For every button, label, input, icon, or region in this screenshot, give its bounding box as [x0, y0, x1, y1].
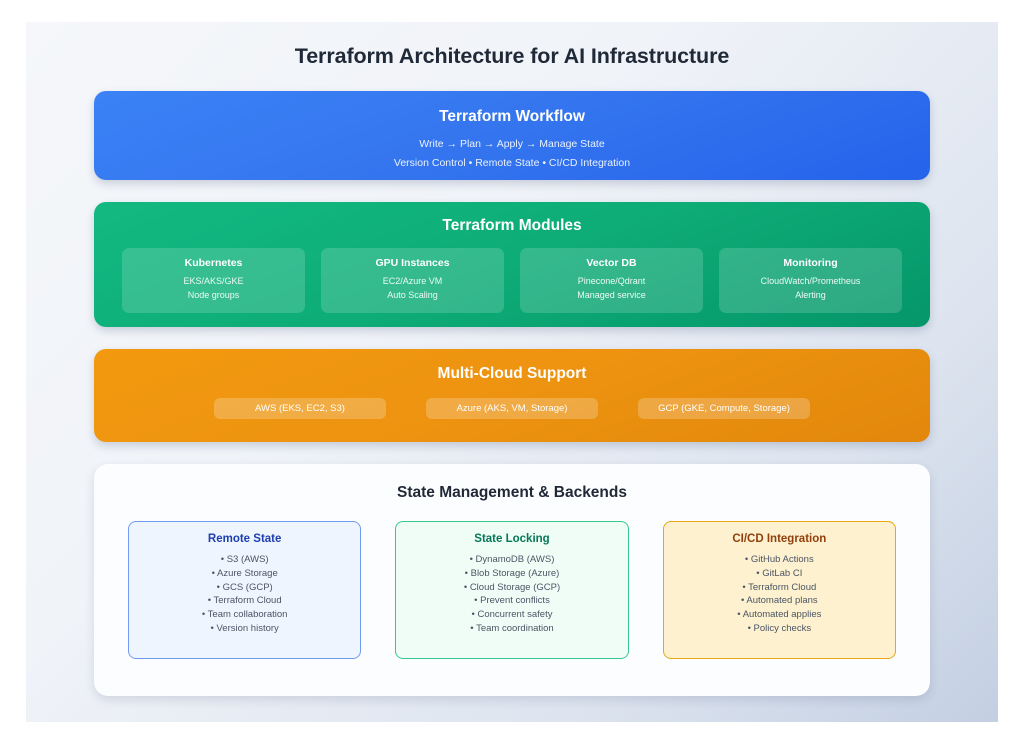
state-list-item: • Version history — [210, 622, 279, 634]
module-detail-2: Alerting — [795, 290, 826, 300]
state-list-item: • Cloud Storage (GCP) — [463, 581, 561, 593]
state-management-heading: State Management & Backends — [397, 484, 627, 501]
module-card-vector-db[interactable]: Vector DB Pinecone/Qdrant Managed servic… — [520, 248, 703, 313]
module-card-kubernetes[interactable]: Kubernetes EKS/AKS/GKE Node groups — [122, 248, 305, 313]
state-list-item: • DynamoDB (AWS) — [469, 554, 555, 565]
workflow-steps-line: Write → Plan → Apply → Manage State — [419, 138, 605, 150]
state-list-item: • Concurrent safety — [471, 609, 553, 621]
state-list-item: • Automated applies — [737, 609, 822, 621]
module-detail-1: Pinecone/Qdrant — [577, 276, 646, 286]
module-detail-2: Managed service — [577, 290, 646, 300]
page-title: Terraform Architecture for AI Infrastruc… — [294, 44, 730, 68]
state-list-item: • Policy checks — [747, 622, 812, 634]
state-list-item: • GitHub Actions — [744, 554, 814, 565]
module-detail-1: EC2/Azure VM — [382, 276, 443, 286]
state-cards-grid: Remote State • S3 (AWS) • Azure Storage … — [128, 521, 896, 659]
cloud-pill-gcp[interactable]: GCP (GKE, Compute, Storage) — [638, 398, 810, 419]
module-card-monitoring[interactable]: Monitoring CloudWatch/Prometheus Alertin… — [719, 248, 902, 313]
terraform-workflow-section: Terraform Workflow Write → Plan → Apply … — [94, 91, 930, 180]
state-card-title: Remote State — [207, 533, 282, 545]
state-management-section: State Management & Backends Remote State… — [94, 464, 930, 696]
state-list-item: • Azure Storage — [211, 567, 278, 579]
modules-grid: Kubernetes EKS/AKS/GKE Node groups GPU I… — [122, 248, 902, 313]
module-name: Kubernetes — [184, 257, 243, 269]
cloud-provider-row: AWS (EKS, EC2, S3) Azure (AKS, VM, Stora… — [122, 398, 902, 419]
module-name: Vector DB — [586, 257, 637, 269]
workflow-heading: Terraform Workflow — [439, 108, 585, 125]
state-list-item: • S3 (AWS) — [220, 554, 269, 565]
module-card-gpu-instances[interactable]: GPU Instances EC2/Azure VM Auto Scaling — [321, 248, 504, 313]
modules-heading: Terraform Modules — [442, 217, 582, 234]
workflow-features-line: Version Control • Remote State • CI/CD I… — [393, 157, 631, 169]
module-detail-2: Node groups — [187, 290, 240, 300]
module-detail-2: Auto Scaling — [387, 290, 438, 300]
diagram-canvas: Terraform Architecture for AI Infrastruc… — [26, 22, 998, 722]
cloud-pill-azure[interactable]: Azure (AKS, VM, Storage) — [426, 398, 598, 419]
state-list-item: • Blob Storage (Azure) — [464, 567, 560, 579]
state-list-item: • GCS (GCP) — [216, 581, 273, 593]
state-list-item: • Terraform Cloud — [742, 581, 817, 593]
state-list-item: • Team collaboration — [201, 609, 288, 621]
state-card-remote-state[interactable]: Remote State • S3 (AWS) • Azure Storage … — [128, 521, 362, 659]
state-list-item: • GitLab CI — [756, 567, 803, 579]
state-card-title: State Locking — [474, 533, 550, 545]
module-name: Monitoring — [783, 257, 838, 269]
state-list-item: • Automated plans — [740, 595, 818, 607]
terraform-modules-section: Terraform Modules Kubernetes EKS/AKS/GKE… — [94, 202, 930, 327]
state-list-item: • Terraform Cloud — [207, 595, 282, 607]
cloud-pill-aws[interactable]: AWS (EKS, EC2, S3) — [214, 398, 386, 419]
multi-cloud-heading: Multi-Cloud Support — [437, 365, 587, 382]
multi-cloud-support-section: Multi-Cloud Support AWS (EKS, EC2, S3) A… — [94, 349, 930, 442]
state-list-item: • Team coordination — [470, 622, 554, 634]
module-name: GPU Instances — [375, 257, 450, 269]
state-card-title: CI/CD Integration — [732, 533, 827, 545]
state-list-item: • Prevent conflicts — [474, 595, 550, 607]
state-card-cicd-integration[interactable]: CI/CD Integration • GitHub Actions • Git… — [662, 521, 896, 659]
state-card-state-locking[interactable]: State Locking • DynamoDB (AWS) • Blob St… — [395, 521, 629, 659]
module-detail-1: CloudWatch/Prometheus — [760, 276, 861, 286]
module-detail-1: EKS/AKS/GKE — [183, 276, 244, 286]
